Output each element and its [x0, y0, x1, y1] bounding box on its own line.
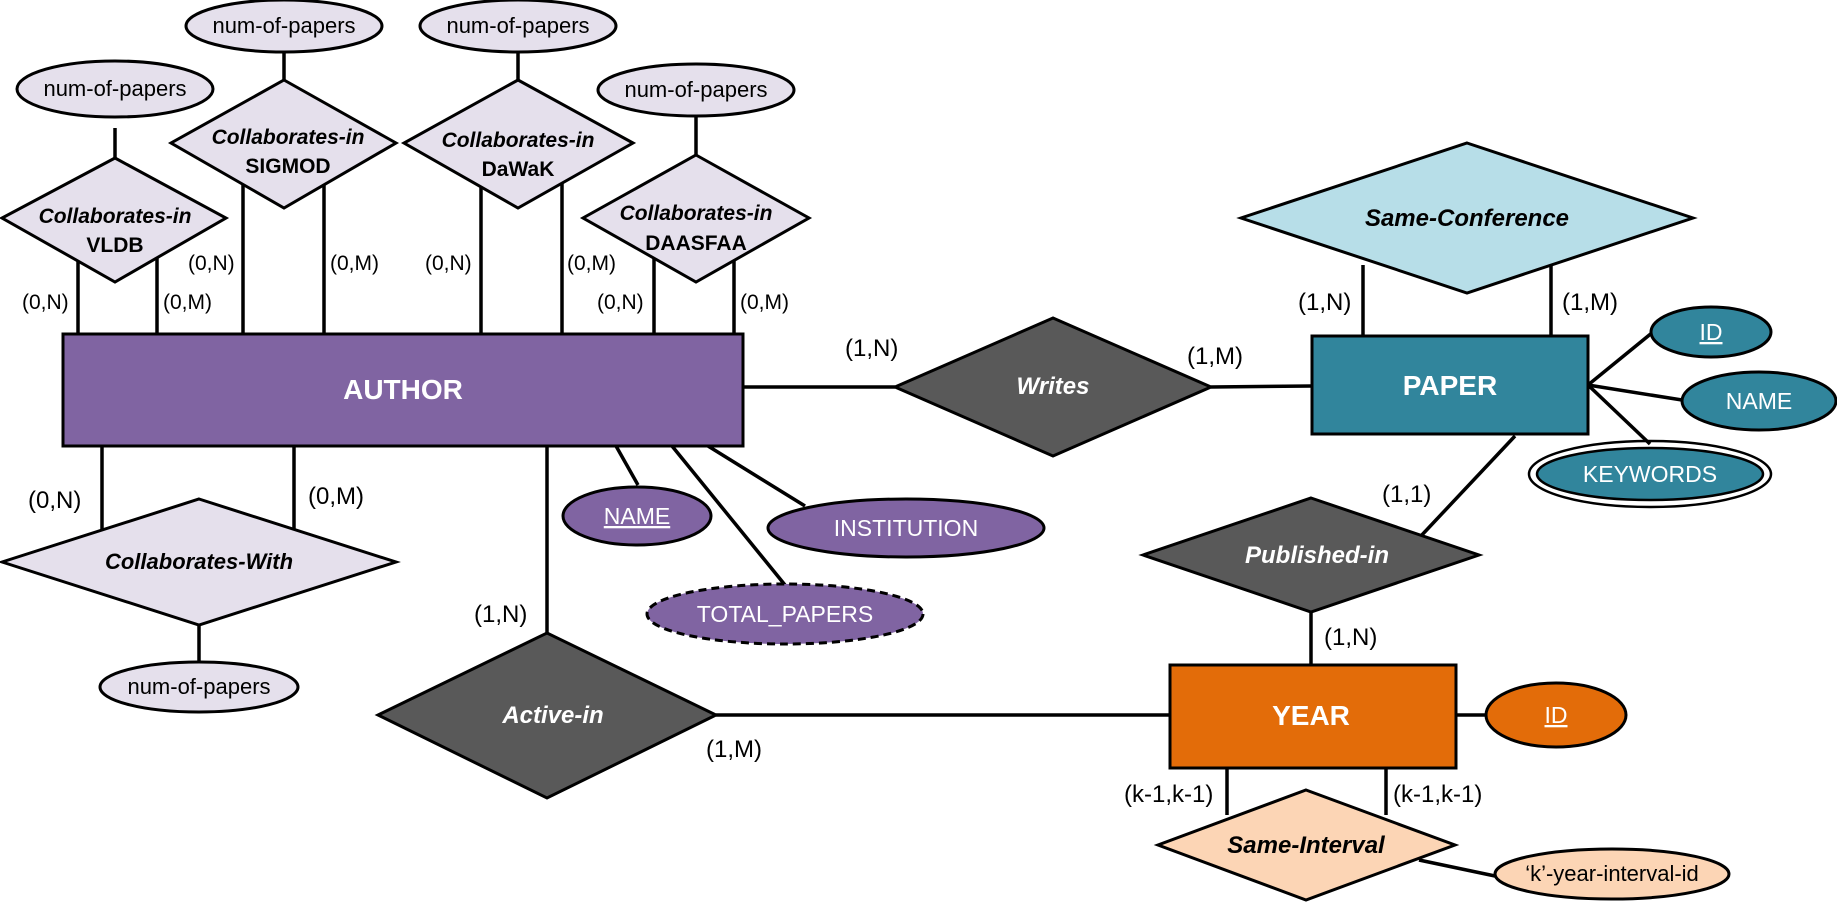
vldb-relationship-label-1: Collaborates-in — [39, 205, 192, 228]
writes-relationship — [891, 316, 1215, 458]
sigmod-cardinality-right: (0,M) — [330, 252, 379, 275]
dawak-relationship — [400, 78, 637, 210]
daasfaa-relationship-label-2: DAASFAA — [645, 232, 747, 255]
published-in-relationship — [1138, 496, 1484, 614]
keywords-label: KEYWORDS — [1583, 461, 1717, 487]
vldb-relationship-label-2: VLDB — [86, 234, 143, 257]
daasfaa-cardinality-left: (0,N) — [597, 291, 644, 314]
active-in-cardinality-year: (1,M) — [706, 736, 762, 763]
writes-cardinality-author: (1,N) — [845, 335, 898, 362]
sigmod-relationship-label-1: Collaborates-in — [212, 126, 365, 149]
writes-cardinality-paper: (1,M) — [1187, 343, 1243, 370]
paper-name-attribute — [1680, 370, 1837, 432]
paper-entity-box — [1310, 334, 1590, 436]
keywords-multivalued-attribute — [1535, 446, 1765, 502]
k-year-interval-id-attribute — [1493, 847, 1731, 901]
collaborates-with-relationship — [0, 497, 401, 627]
institution-attribute — [766, 497, 1046, 559]
daasfaa-relationship-label-1: Collaborates-in — [620, 202, 773, 225]
active-in-relationship — [374, 631, 720, 800]
same-interval-cardinality-right: (k-1,k-1) — [1393, 781, 1482, 808]
dawak-cardinality-left: (0,N) — [425, 252, 472, 275]
year-id-label: ID — [1545, 702, 1568, 728]
author-entity: AUTHOR NAME INSTITUTION TOTAL_PAPERS — [61, 332, 1046, 646]
active-in-label: Active-in — [501, 702, 603, 729]
sigmod-cardinality-left: (0,N) — [188, 252, 235, 275]
author-name-attribute — [561, 485, 713, 547]
dawak-relationship-label-1: Collaborates-in — [442, 129, 595, 152]
writes-label: Writes — [1017, 373, 1090, 400]
collaborates-with: Collaborates-With num-of-papers (0,N) (0… — [0, 483, 401, 714]
vldb-num-of-papers-attribute — [15, 59, 215, 119]
keywords-multivalued-attribute-outer — [1527, 439, 1773, 509]
paper-name-label: NAME — [1726, 388, 1792, 414]
author-entity-label: AUTHOR — [343, 374, 463, 405]
collaborates-in-daasfaa: num-of-papers Collaborates-in DAASFAA (0… — [579, 62, 813, 314]
published-in-label: Published-in — [1245, 542, 1389, 569]
daasfaa-cardinality-right: (0,M) — [740, 291, 789, 314]
vldb-num-of-papers-label: num-of-papers — [43, 76, 186, 101]
author-name-label: NAME — [604, 503, 670, 529]
total-papers-label: TOTAL_PAPERS — [697, 601, 873, 627]
year-entity-box — [1168, 663, 1458, 770]
collaborates-in-vldb: num-of-papers Collaborates-in VLDB (0,N)… — [0, 59, 230, 314]
daasfaa-num-of-papers-label: num-of-papers — [624, 77, 767, 102]
same-conference-cardinality-right: (1,M) — [1562, 289, 1618, 316]
dawak-cardinality-right: (0,M) — [567, 252, 616, 275]
sigmod-num-of-papers-attribute — [184, 0, 384, 54]
published-in-cardinality-paper: (1,1) — [1382, 481, 1431, 508]
vldb-cardinality-right: (0,M) — [163, 291, 212, 314]
year-id-attribute — [1484, 681, 1628, 749]
collaborates-with-num-of-papers-label: num-of-papers — [127, 674, 270, 699]
dawak-num-of-papers-attribute — [418, 0, 618, 54]
daasfaa-relationship — [579, 153, 813, 284]
active-in-cardinality-author: (1,N) — [474, 601, 527, 628]
year-entity-label: YEAR — [1272, 700, 1350, 731]
paper-entity: PAPER ID NAME KEYWORDS — [1310, 305, 1837, 509]
sigmod-relationship-label-2: SIGMOD — [245, 155, 330, 178]
k-year-interval-id-label: ‘k’-year-interval-id — [1525, 861, 1699, 886]
collaborates-with-label: Collaborates-With — [105, 549, 293, 574]
institution-label: INSTITUTION — [834, 515, 978, 541]
published-in: Published-in (1,1) (1,N) — [1138, 481, 1484, 651]
same-conference-cardinality-left: (1,N) — [1298, 289, 1351, 316]
collaborates-in-dawak: num-of-papers Collaborates-in DaWaK (0,N… — [400, 0, 637, 275]
sigmod-relationship — [167, 78, 400, 210]
collaborates-with-cardinality-right: (0,M) — [308, 483, 364, 510]
connector-lines — [76, 48, 1683, 878]
author-entity-box — [61, 332, 745, 448]
paper-id-label: ID — [1700, 319, 1723, 345]
vldb-relationship — [0, 156, 230, 284]
same-interval: Same-Interval (k-1,k-1) (k-1,k-1) ‘k’-ye… — [1124, 781, 1731, 902]
active-in: Active-in (1,N) (1,M) — [374, 601, 762, 800]
collaborates-in-sigmod: num-of-papers Collaborates-in SIGMOD (0,… — [167, 0, 400, 275]
paper-entity-label: PAPER — [1403, 370, 1497, 401]
same-conference-label: Same-Conference — [1365, 205, 1569, 232]
collaborates-with-cardinality-left: (0,N) — [28, 487, 81, 514]
vldb-cardinality-left: (0,N) — [22, 291, 69, 314]
published-in-cardinality-year: (1,N) — [1324, 624, 1377, 651]
dawak-num-of-papers-label: num-of-papers — [446, 13, 589, 38]
collaborates-with-num-of-papers-attribute — [98, 660, 300, 714]
same-interval-label: Same-Interval — [1227, 832, 1386, 859]
daasfaa-num-of-papers-attribute — [596, 62, 796, 118]
sigmod-num-of-papers-label: num-of-papers — [212, 13, 355, 38]
same-interval-relationship — [1153, 788, 1460, 902]
year-entity: YEAR ID — [1168, 663, 1628, 770]
same-conference: Same-Conference (1,N) (1,M) — [1236, 141, 1698, 316]
same-conference-relationship — [1236, 141, 1698, 295]
total-papers-derived-attribute — [645, 582, 925, 646]
writes: Writes (1,N) (1,M) — [845, 316, 1243, 458]
same-interval-cardinality-left: (k-1,k-1) — [1124, 781, 1213, 808]
paper-id-attribute — [1649, 305, 1773, 359]
dawak-relationship-label-2: DaWaK — [482, 158, 555, 181]
